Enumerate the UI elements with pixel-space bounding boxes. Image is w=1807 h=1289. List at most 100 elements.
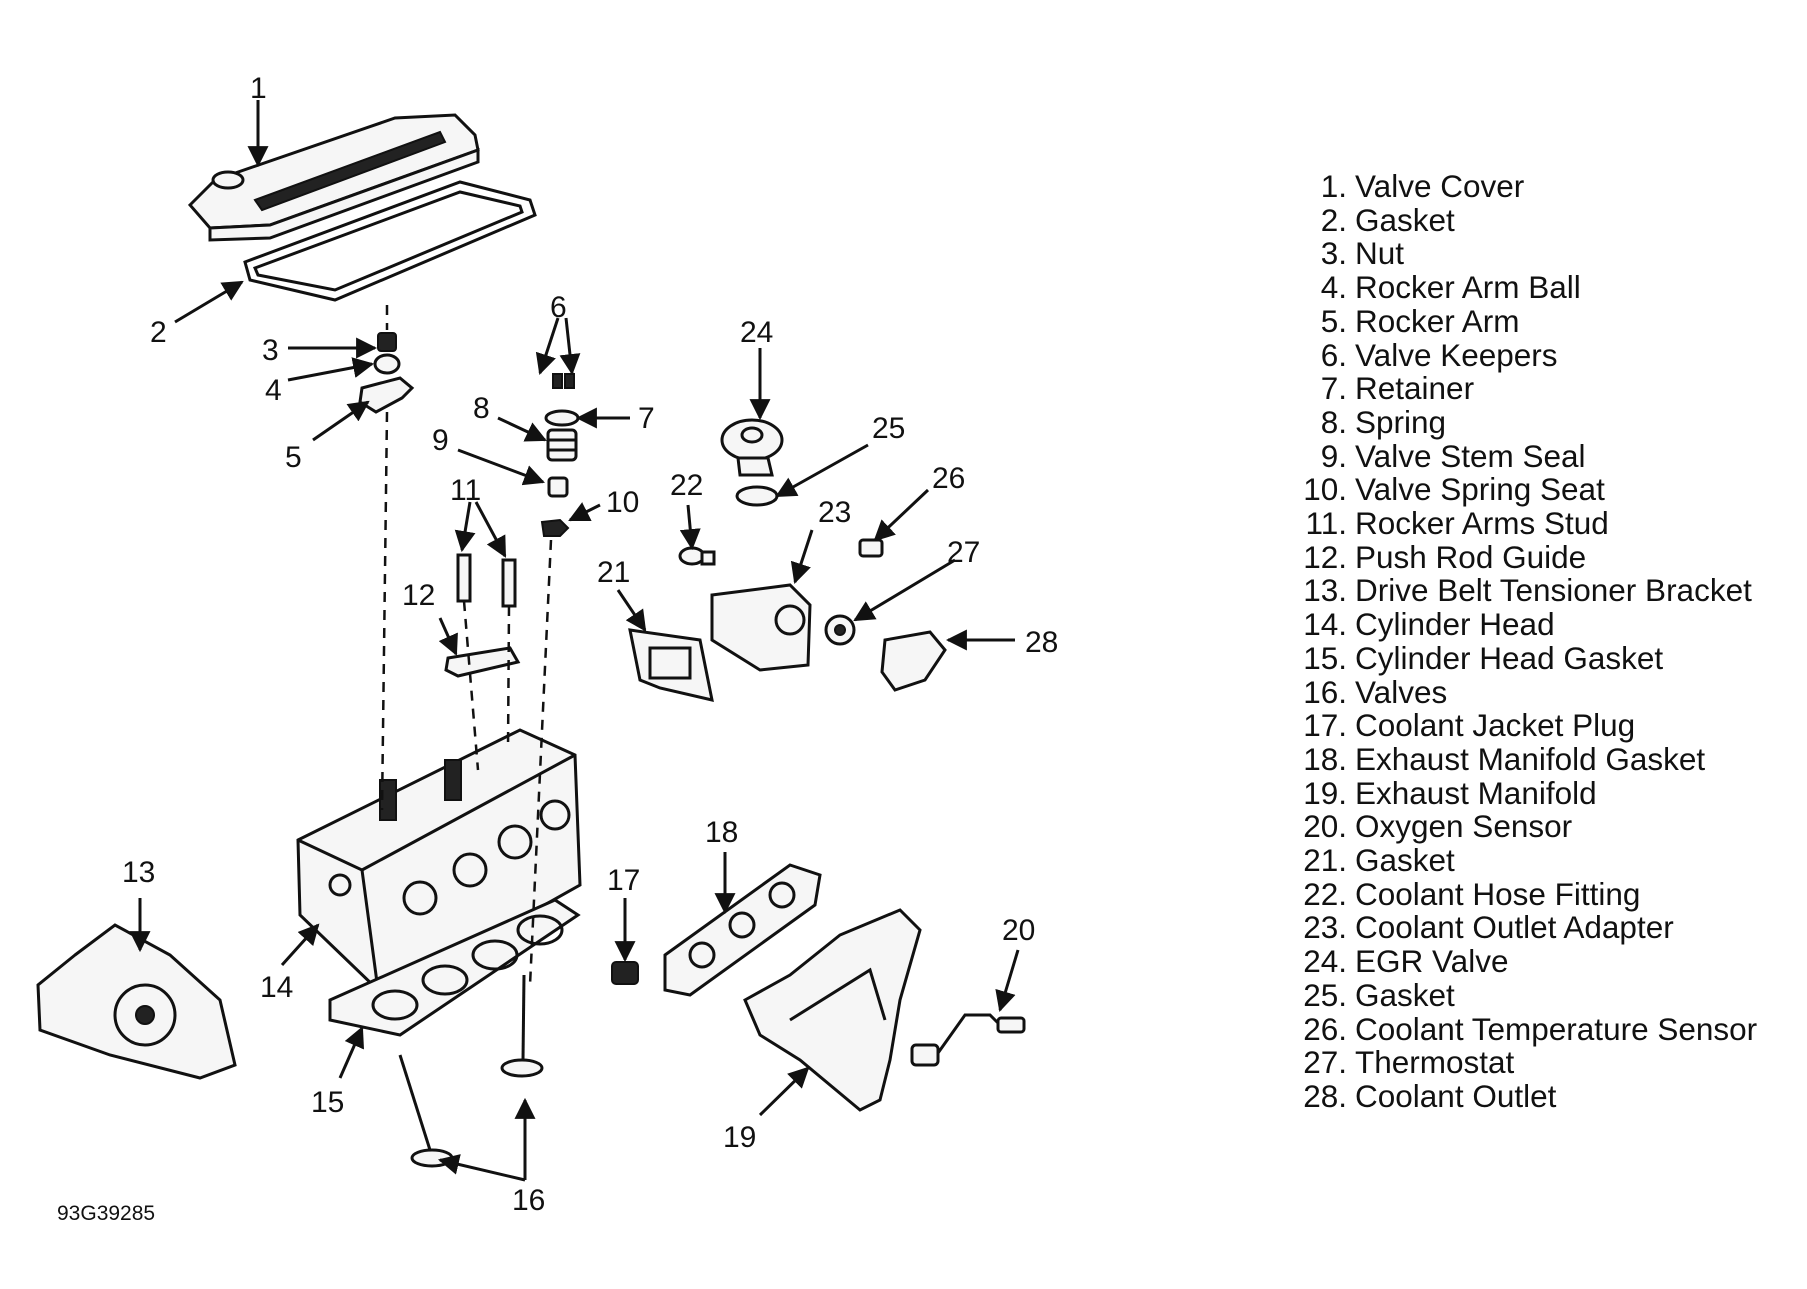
legend-number: 5. [1320, 302, 1347, 339]
legend-number: 10. [1303, 471, 1347, 508]
legend-item: 28.Coolant Outlet [1280, 1077, 1757, 1114]
legend-item: 18.Exhaust Manifold Gasket [1280, 740, 1757, 777]
legend-number: 2. [1320, 201, 1347, 238]
legend-number: 11. [1305, 505, 1347, 542]
legend-item: 10.Valve Spring Seat [1280, 473, 1757, 507]
legend-item: 23.Coolant Outlet Adapter [1280, 911, 1757, 945]
legend-label: Coolant Jacket Plug [1355, 707, 1636, 744]
legend-item: 19.Exhaust Manifold [1280, 774, 1757, 811]
legend-label: Rocker Arm [1355, 302, 1520, 339]
legend-number: 3. [1320, 235, 1347, 272]
legend-label: Retainer [1355, 370, 1475, 407]
legend-label: Coolant Outlet Adapter [1355, 909, 1674, 946]
legend-label: Valve Cover [1355, 168, 1525, 204]
legend-item: 5.Rocker Arm [1280, 302, 1757, 339]
legend-number: 23. [1303, 909, 1347, 946]
legend-item: 20.Oxygen Sensor [1280, 810, 1757, 844]
exhaust-manifold-part [743, 908, 922, 1112]
callout-arrows [129, 100, 1020, 1182]
legend-item: 12.Push Rod Guide [1280, 538, 1757, 575]
legend-item: 9.Valve Stem Seal [1280, 437, 1757, 474]
gasket-21-part [628, 628, 714, 702]
legend-item: 27.Thermostat [1280, 1046, 1757, 1080]
thermostat-part [824, 614, 856, 646]
legend-item: 22.Coolant Hose Fitting [1280, 875, 1757, 912]
legend-item: 17.Coolant Jacket Plug [1280, 709, 1757, 743]
legend-number: 19. [1303, 774, 1347, 811]
valve-cover-part [187, 113, 480, 242]
callout-9: 9 [432, 424, 449, 457]
push-rod-guide-part [444, 646, 521, 678]
callout-14: 14 [260, 971, 293, 1004]
coolant-jacket-plug-part [611, 961, 639, 985]
legend-item: 15.Cylinder Head Gasket [1280, 639, 1757, 676]
callout-16: 16 [512, 1184, 545, 1217]
legend-label: Coolant Outlet [1355, 1077, 1557, 1114]
legend-label: Gasket [1355, 201, 1455, 238]
callout-20: 20 [1002, 914, 1035, 947]
legend-label: Valves [1355, 673, 1448, 710]
legend-label: Rocker Arms Stud [1355, 505, 1609, 542]
legend-number: 1. [1320, 168, 1347, 204]
legend-number: 21. [1303, 842, 1347, 879]
figure-id: 93G39285 [57, 1202, 156, 1225]
legend-label: Gasket [1355, 976, 1455, 1013]
callout-10: 10 [606, 486, 639, 519]
legend-number: 17. [1303, 707, 1347, 744]
rocker-arm-assembly-part [358, 332, 415, 414]
legend-item: 2.Gasket [1280, 201, 1757, 238]
legend-label: Spring [1355, 403, 1447, 440]
legend-label: Valve Keepers [1355, 336, 1558, 373]
valve-train-stack-part [540, 373, 580, 537]
legend-number: 25. [1303, 976, 1347, 1013]
legend-label: Thermostat [1355, 1044, 1515, 1081]
legend-item: 21.Gasket [1280, 842, 1757, 879]
legend-number: 18. [1303, 740, 1347, 777]
callout-19: 19 [723, 1121, 756, 1154]
gasket-25-part [735, 485, 779, 507]
callout-11: 11 [450, 474, 481, 507]
legend-item: 7.Retainer [1280, 372, 1757, 406]
legend-number: 13. [1303, 572, 1347, 609]
legend-number: 14. [1303, 606, 1347, 643]
legend-number: 9. [1320, 437, 1347, 474]
legend-number: 6. [1320, 336, 1347, 373]
exhaust-manifold-gasket-part [663, 863, 822, 997]
callout-5: 5 [285, 441, 302, 474]
legend-label: EGR Valve [1355, 943, 1509, 980]
legend-number: 16. [1303, 673, 1347, 710]
legend-label: Rocker Arm Ball [1355, 269, 1581, 306]
legend-label: Coolant Hose Fitting [1355, 875, 1641, 912]
legend-label: Cylinder Head [1355, 606, 1555, 643]
alignment-lines [380, 305, 553, 986]
legend-number: 28. [1303, 1077, 1347, 1114]
callout-17: 17 [607, 864, 640, 897]
legend-number: 24. [1303, 943, 1347, 980]
callout-12: 12 [402, 579, 435, 612]
coolant-temp-sensor-part [858, 538, 884, 558]
legend-number: 7. [1320, 370, 1347, 407]
legend-number: 15. [1303, 639, 1347, 676]
legend-item: 25.Gasket [1280, 976, 1757, 1013]
legend-number: 22. [1303, 875, 1347, 912]
callout-21: 21 [597, 556, 630, 589]
legend-number: 12. [1303, 538, 1347, 575]
coolant-outlet-adapter-part [710, 583, 812, 672]
legend-label: Valve Stem Seal [1355, 437, 1586, 474]
legend-item: 8.Spring [1280, 403, 1757, 440]
callout-4: 4 [265, 374, 282, 407]
callout-8: 8 [473, 392, 490, 425]
legend-number: 4. [1320, 269, 1347, 306]
callout-22: 22 [670, 469, 703, 502]
callout-3: 3 [262, 334, 279, 367]
legend-item: 6.Valve Keepers [1280, 336, 1757, 373]
callout-13: 13 [122, 856, 155, 889]
callout-1: 1 [250, 72, 267, 105]
legend-label: Oxygen Sensor [1355, 808, 1573, 845]
tensioner-bracket-part [36, 923, 237, 1080]
legend-number: 20. [1303, 808, 1347, 845]
legend-label: Valve Spring Seat [1355, 471, 1605, 508]
callout-7: 7 [638, 402, 655, 435]
legend-item: 16.Valves [1280, 673, 1757, 710]
